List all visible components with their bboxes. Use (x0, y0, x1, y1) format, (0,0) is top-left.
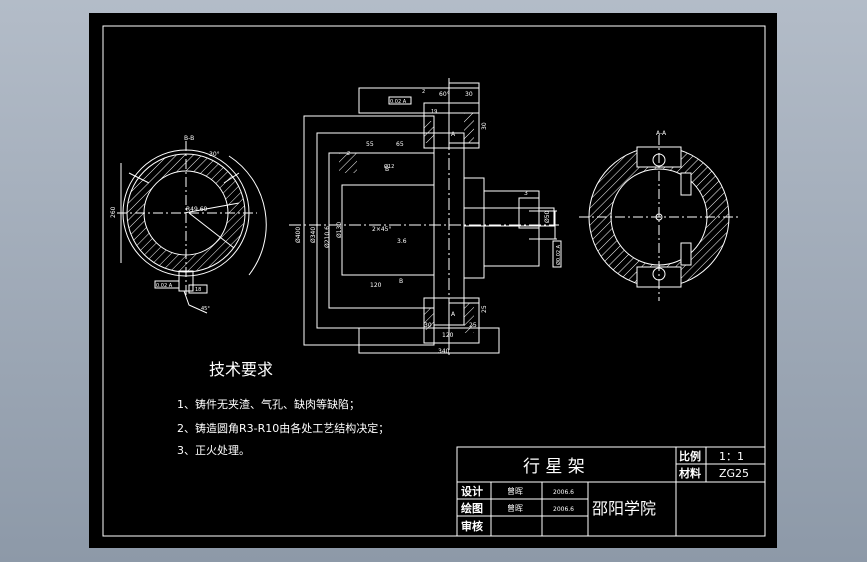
left-width-note: 18 (195, 287, 201, 293)
drafter-name: 曾晖 (507, 503, 523, 513)
front-diameter: Ø130 (336, 222, 343, 238)
front-dim: 25 (481, 305, 488, 313)
front-section-mark: 2 (347, 151, 350, 157)
right-notch (680, 172, 692, 196)
role-design: 设计 (461, 484, 483, 498)
front-diameter: Ø340 (310, 227, 317, 243)
left-outer-arc (228, 155, 267, 276)
front-section-mark: B (399, 278, 403, 285)
front-section-mark: B (385, 166, 389, 173)
right-notch (680, 242, 692, 266)
front-hatch (424, 121, 434, 143)
tech-requirement-item: 1、铸件无夹渣、气孔、缺肉等缺陷； (177, 397, 360, 411)
front-hatch (339, 153, 357, 173)
front-shaft-keyway (463, 207, 555, 227)
right-view-label: A-A (656, 130, 667, 137)
drawing-date: 2006.6 (553, 506, 574, 513)
left-tol-box: 0.02 A (156, 283, 173, 289)
drawing-sheet: B-B R49.69 30° 260 0.02 A 18 45° (89, 13, 777, 548)
front-tol-box: 0.02 A (390, 99, 407, 105)
tech-requirement-item: 2、铸造圆角R3-R10由各处工艺结构决定； (177, 421, 389, 435)
left-tol-box-frame (154, 280, 180, 289)
front-dim: 120 (442, 332, 454, 339)
front-diameter: Ø400 (295, 227, 302, 243)
role-review: 审核 (461, 519, 483, 533)
left-slot-box (188, 284, 208, 294)
tech-requirements-title: 技术要求 (209, 360, 273, 379)
front-tol-box-frame (388, 96, 412, 105)
drawing-border (102, 25, 766, 537)
front-dim: Ø50 (544, 210, 551, 223)
front-side-note: Ø0.02 A (555, 244, 562, 265)
left-leader-line (188, 212, 235, 249)
scale-value: 1：1 (719, 450, 744, 463)
scale-label: 比例 (679, 449, 701, 463)
school-name: 邵阳学院 (592, 499, 656, 518)
front-dim: 55 (366, 141, 374, 148)
front-hatch (424, 308, 434, 330)
left-leader-line (183, 202, 240, 214)
front-section-mark: 2 (422, 89, 425, 95)
material-label: 材料 (679, 466, 701, 480)
front-hatch (464, 303, 474, 333)
engineering-drawing: B-B R49.69 30° 260 0.02 A 18 45° (102, 25, 766, 537)
right-ring-hatch (589, 147, 729, 287)
left-leader-line (223, 172, 240, 184)
front-dim: 25 (469, 322, 477, 329)
front-section-view: 0.02 A 60° 30 19 2 A A B B 2 Ø400 Ø340 Ø… (289, 78, 562, 358)
front-section-mark: A (451, 131, 456, 138)
front-dim: 340 (438, 348, 450, 355)
front-dim: 120 (370, 282, 382, 289)
front-dim: 3 (524, 190, 528, 197)
part-name: 行 星 架 (523, 457, 585, 477)
left-view-label: B-B (184, 135, 194, 142)
front-section-mark: A (451, 311, 456, 318)
front-diameter: Ø210.6 (324, 226, 331, 248)
front-top-arm (358, 87, 480, 114)
left-radius-label: R49.69 (186, 206, 208, 213)
left-chamfer-label: 45° (201, 306, 210, 312)
front-top-dim: 30 (465, 91, 473, 98)
title-block-frame (456, 446, 766, 537)
tech-requirements: 技术要求 1、铸件无夹渣、气孔、缺肉等缺陷； 2、铸造圆角R3-R10由各处工艺… (177, 360, 389, 457)
left-dim-vertical: 260 (110, 206, 117, 218)
left-angle-label: 30° (209, 151, 220, 158)
front-dim: 2×45° (372, 226, 391, 233)
design-date: 2006.6 (553, 489, 574, 496)
front-dim: Ø12 (384, 163, 394, 170)
front-dim: 30 (424, 322, 432, 329)
front-dim: 65 (396, 141, 404, 148)
left-chamfer-leader (183, 290, 208, 314)
material-value: ZG25 (719, 467, 749, 480)
front-shaft-end (518, 197, 540, 229)
designer-name: 曾晖 (507, 486, 523, 496)
front-bottom-arm (358, 327, 500, 354)
front-hub-collar (463, 177, 485, 279)
left-leader-line (128, 172, 150, 184)
front-top-dim: 19 (431, 109, 437, 115)
front-hatch (464, 113, 474, 143)
front-dim: 30 (481, 122, 488, 130)
front-side-tol-frame (552, 240, 562, 268)
title-block: 行 星 架 比例 1：1 材料 ZG25 设计 曾晖 2006.6 绘图 曾晖 … (456, 446, 766, 537)
right-section-view: A-A (579, 130, 739, 301)
front-dim: 3.6 (397, 238, 407, 245)
left-section-view: B-B R49.69 30° 260 0.02 A 18 45° (110, 135, 267, 314)
role-drawing: 绘图 (461, 501, 483, 515)
front-top-dim: 60° (439, 91, 450, 98)
tech-requirement-item: 3、正火处理。 (177, 444, 250, 457)
